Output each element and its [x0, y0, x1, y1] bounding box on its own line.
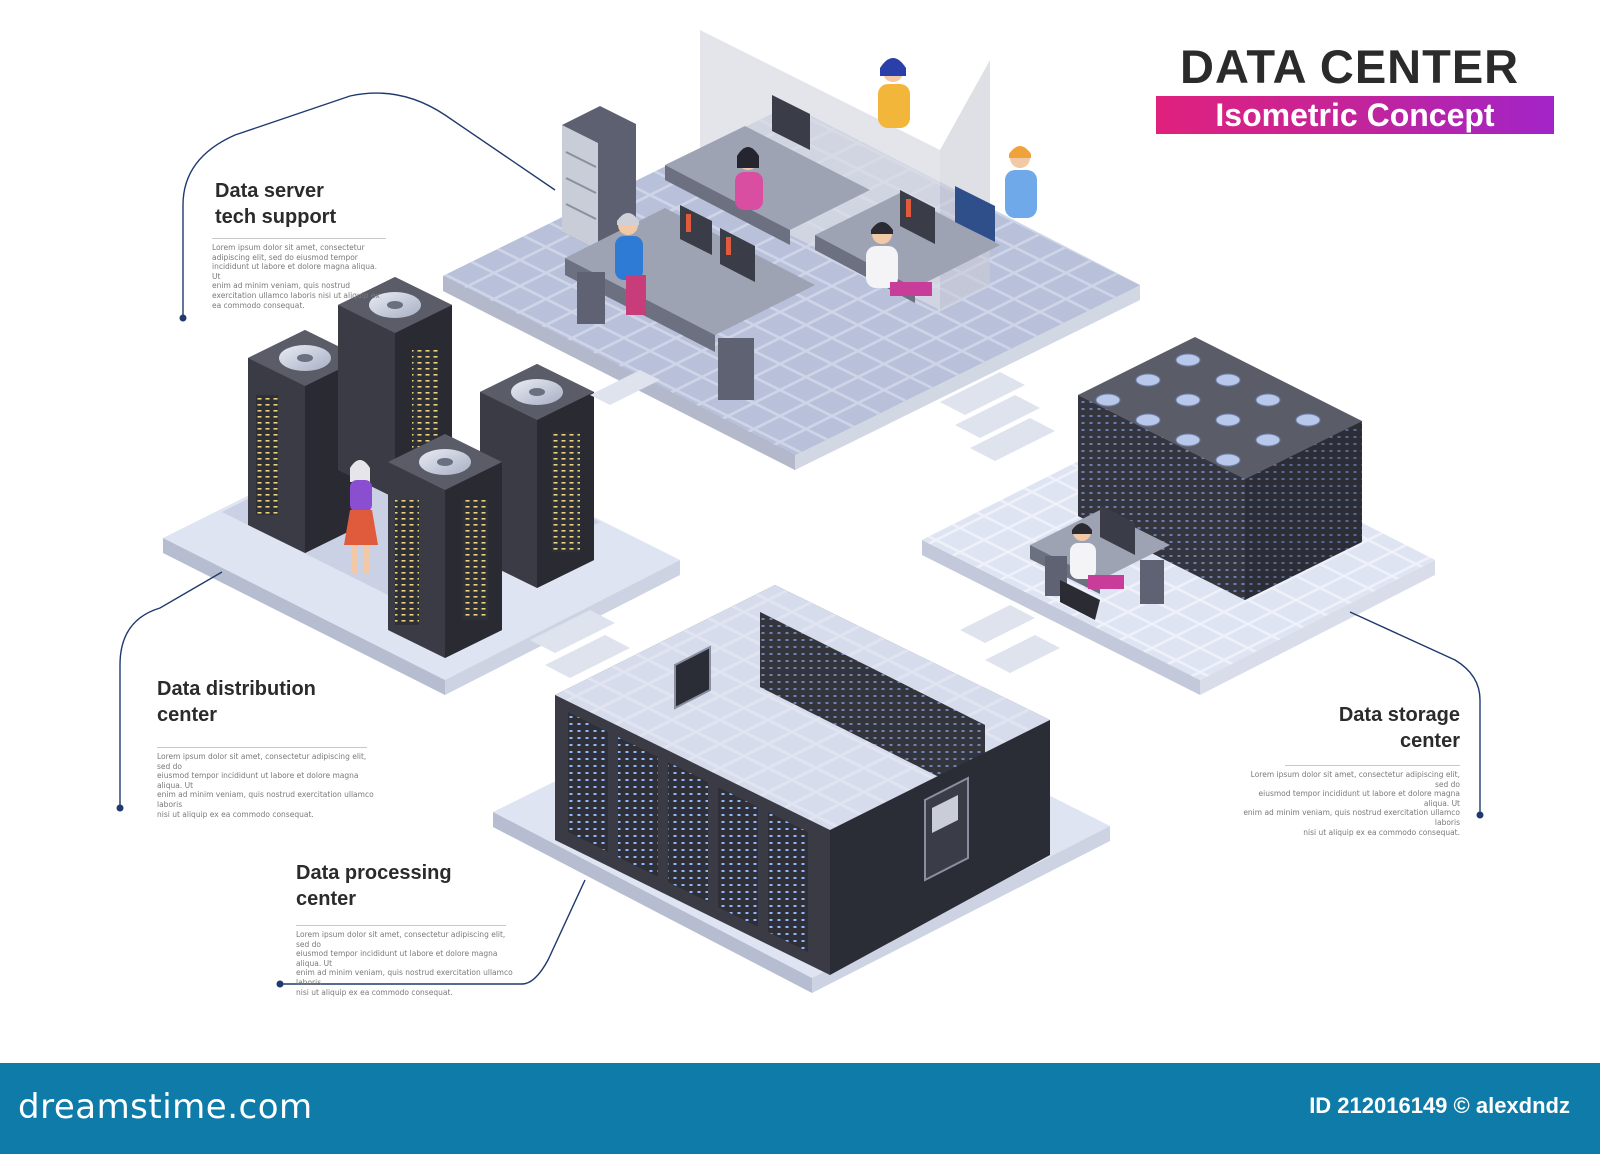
server-tower-front-left [388, 434, 502, 658]
connector-tech-support [182, 92, 556, 318]
section-title-processing: Data processing center [296, 862, 452, 910]
connector-dots [116, 314, 1484, 988]
connector-storage [1349, 611, 1481, 815]
section-rule-tech-support [212, 238, 386, 239]
person-man-blue [1005, 146, 1037, 218]
person-woman-orange [615, 213, 646, 315]
office-area [443, 30, 1140, 470]
section-rule-distribution [157, 747, 367, 748]
section-body-distribution: Lorem ipsum dolor sit amet, consectetur … [157, 752, 374, 819]
processing-center [493, 585, 1110, 993]
monitors [680, 95, 995, 282]
person-woman-pink [735, 147, 763, 210]
connector-processing [280, 879, 586, 985]
connector-distribution [119, 571, 223, 808]
filing-cabinet [562, 106, 636, 250]
section-body-tech-support: Lorem ipsum dolor sit amet, consectetur … [212, 243, 380, 310]
server-tower-back-left [248, 330, 362, 553]
footer-brand-logo[interactable]: dreamstime.com [18, 1087, 313, 1127]
section-rule-processing [296, 925, 506, 926]
isometric-illustration [116, 30, 1484, 993]
person-man-white [866, 222, 932, 296]
rack-disks [1095, 353, 1321, 467]
footer-image-id: ID 212016149 © alexdndz [1309, 1093, 1570, 1118]
page-title: DATA CENTER [1180, 40, 1520, 93]
person-woman-yellow [878, 58, 910, 128]
server-tower-front-right [480, 364, 594, 588]
front-rack-panels [568, 712, 808, 952]
section-rule-storage [1285, 765, 1460, 766]
distribution-center [163, 277, 680, 695]
person-technician-woman [344, 460, 378, 573]
section-title-distribution: Data distribution center [157, 678, 316, 726]
person-operator [1060, 523, 1124, 620]
storage-center [922, 337, 1435, 695]
page-subtitle: Isometric Concept [1156, 96, 1554, 134]
floor-steps [530, 370, 1060, 678]
section-body-processing: Lorem ipsum dolor sit amet, consectetur … [296, 930, 513, 997]
footer-bar: dreamstime.com ID 212016149 © alexdndz [0, 1063, 1600, 1154]
section-title-tech-support: Data server tech support [215, 180, 337, 228]
connector-lines [119, 92, 1481, 985]
section-body-storage: Lorem ipsum dolor sit amet, consectetur … [1243, 770, 1460, 837]
section-title-storage: Data storage center [1338, 704, 1460, 752]
office-workers [615, 58, 1037, 315]
